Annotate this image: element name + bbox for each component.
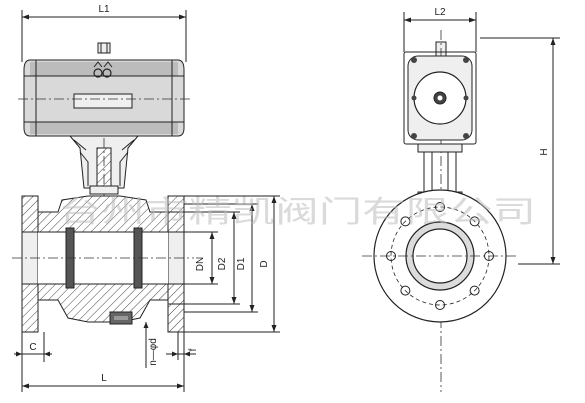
- actuator-body: [18, 59, 190, 137]
- mounting-bracket: [68, 135, 140, 320]
- label-dn: DN: [195, 257, 206, 271]
- dimension-l2: L2: [403, 7, 477, 52]
- label-d2: D2: [217, 257, 228, 270]
- label-holes: n—φd: [148, 338, 159, 366]
- label-l: L: [101, 373, 107, 384]
- dimension-c: C: [14, 332, 52, 392]
- label-d: D: [259, 260, 270, 267]
- dimension-h: H: [480, 37, 560, 265]
- side-flange: [362, 189, 518, 323]
- label-f: f: [188, 348, 199, 351]
- dimension-f: f: [166, 332, 199, 360]
- dimension-l: L: [22, 336, 185, 392]
- label-l1: L1: [98, 4, 110, 15]
- valve-body: [12, 195, 194, 333]
- indicator-icon: [93, 61, 113, 78]
- label-d1: D1: [236, 257, 247, 270]
- front-view: L1: [12, 4, 280, 392]
- label-c: C: [29, 342, 36, 353]
- actuator-stem-top: [97, 42, 111, 54]
- side-actuator: [403, 51, 477, 145]
- side-view: L2: [362, 7, 560, 392]
- dimension-holes: n—φd: [143, 322, 159, 368]
- label-h: H: [539, 148, 550, 155]
- dimension-l1: L1: [21, 4, 187, 62]
- label-l2: L2: [434, 7, 446, 18]
- watermark-text: 台州市精凯阀门有限公司: [58, 195, 536, 230]
- dimension-group-diameters: DN D2 D1 D: [168, 195, 280, 333]
